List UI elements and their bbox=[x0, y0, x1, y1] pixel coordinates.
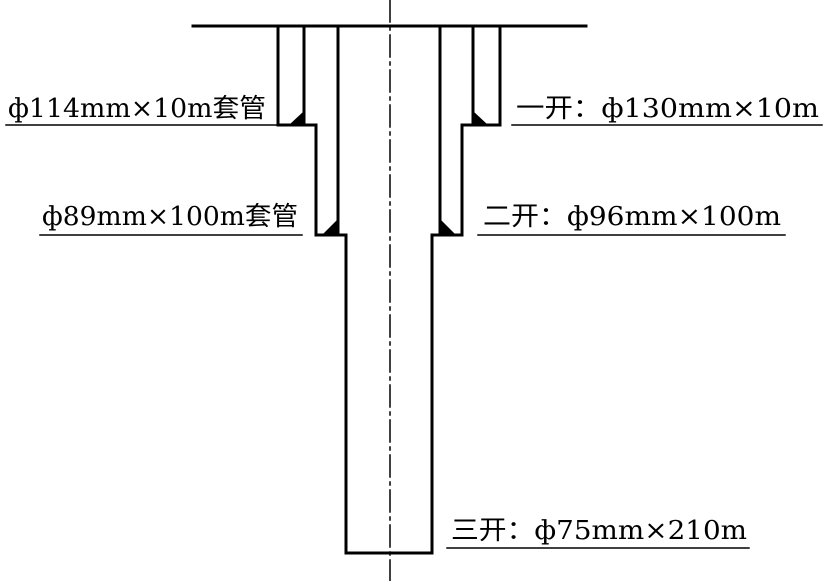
casing-shoe-upper-right bbox=[473, 111, 488, 125]
label-stage2: 二开：ф96mm×100m bbox=[483, 202, 781, 232]
hole-wall-left bbox=[276, 24, 348, 555]
casing-shoe-upper-left bbox=[289, 111, 304, 125]
casing-shoe-lower-left bbox=[322, 219, 338, 235]
label-casing-upper: ф114mm×10m套管 bbox=[8, 94, 266, 124]
hole-wall-right bbox=[430, 24, 502, 555]
label-stage3: 三开：ф75mm×210m bbox=[451, 516, 747, 546]
label-casing-lower: ф89mm×100m套管 bbox=[42, 202, 298, 232]
label-stage1: 一开：ф130mm×10m bbox=[516, 94, 819, 124]
casing-shoe-lower-right bbox=[440, 219, 456, 235]
